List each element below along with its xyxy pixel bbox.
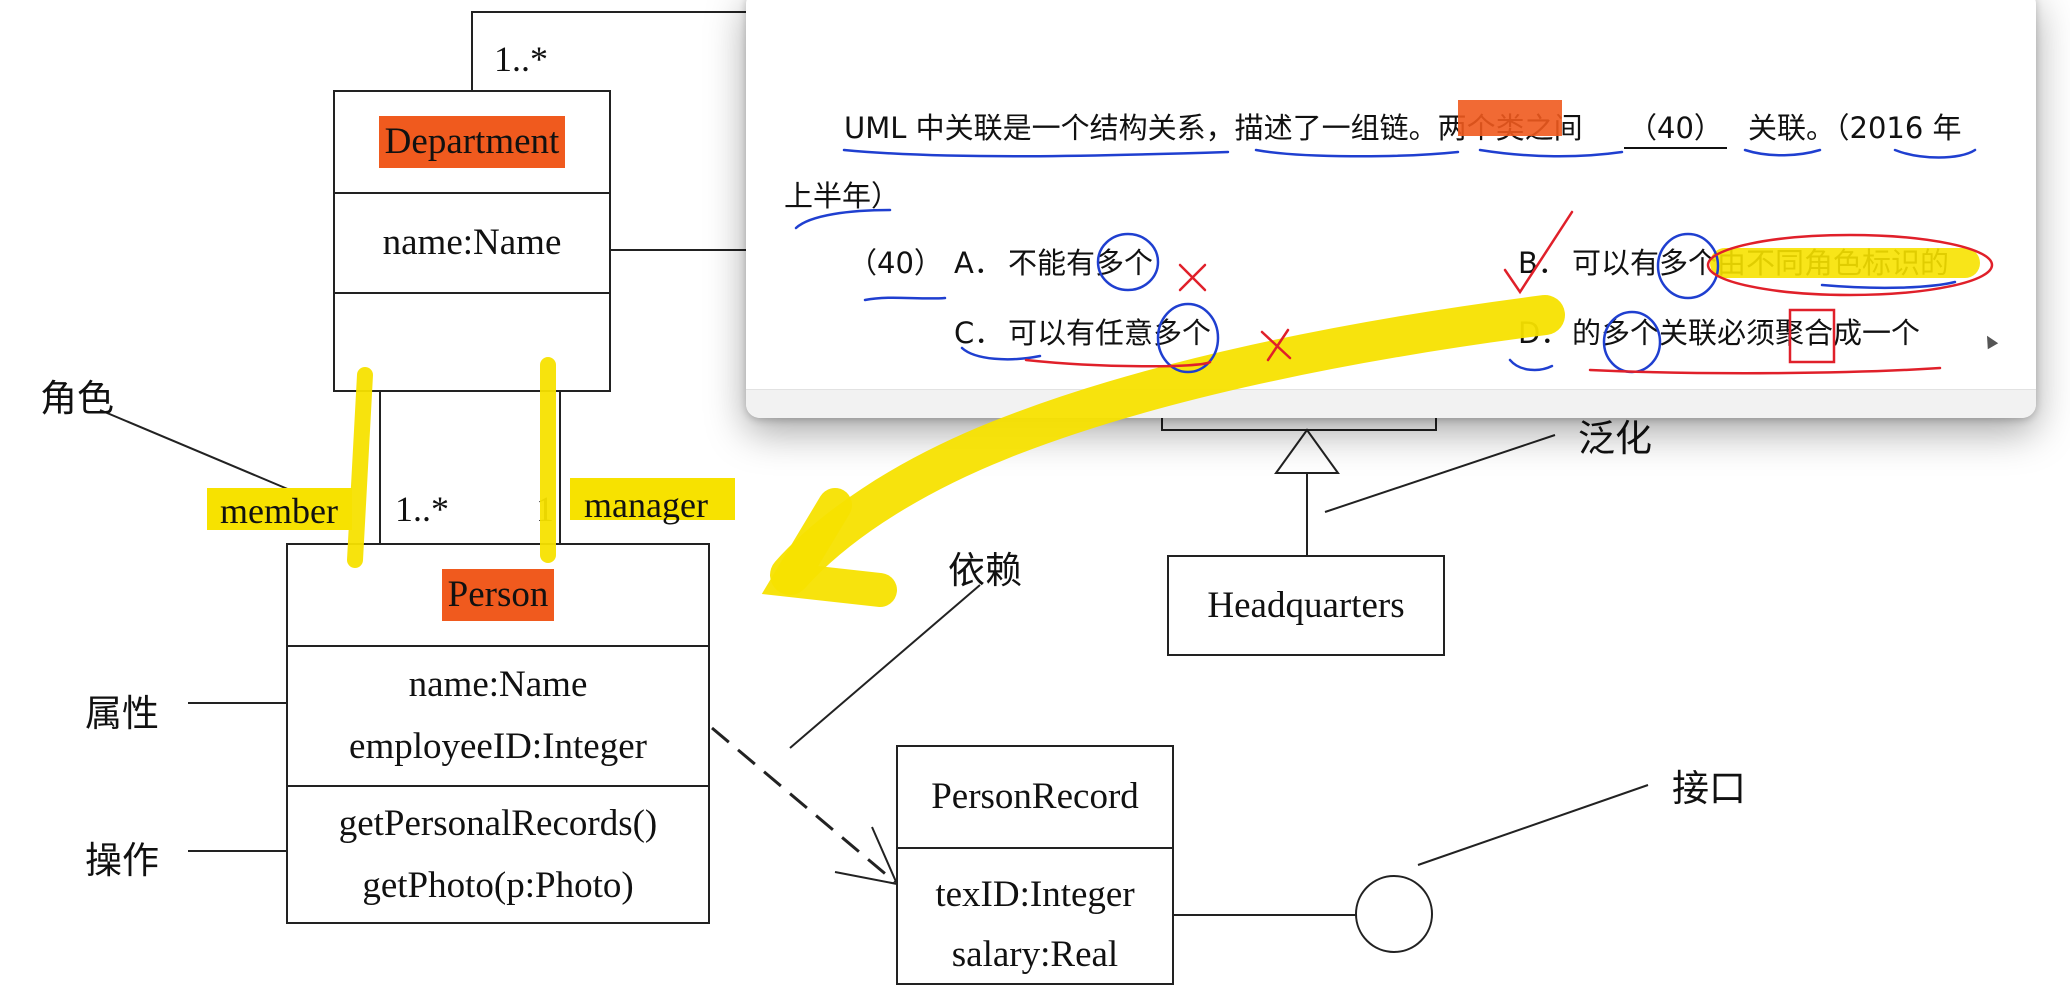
generalization-triangle (1274, 428, 1340, 474)
question-stem-line1-prefix: UML 中关联是一个结构关系，描述了一组链。两个类之间 (844, 111, 1583, 145)
operation: getPhoto(p:Photo) (362, 864, 634, 906)
class-person-record-name: PersonRecord (931, 776, 1139, 818)
callout-line-generalization (1324, 434, 1556, 513)
option-a-text[interactable]: 不能有多个 (1008, 246, 1154, 280)
attribute: texID:Integer (935, 874, 1135, 915)
role-manager: manager (584, 485, 708, 525)
class-person-operations: getPersonalRecords() getPhoto(p:Photo) (288, 785, 708, 922)
question-number: （40） (848, 246, 943, 280)
multiplicity-top: 1..* (494, 39, 548, 79)
option-b-text[interactable]: 可以有多个由不同角色标识的 (1572, 246, 1950, 280)
class-person: Person name:Name employeeID:Integer getP… (286, 543, 710, 924)
association-line-top (471, 11, 760, 92)
role-member: member (220, 491, 338, 531)
callout-operation: 操作 (85, 839, 159, 882)
multiplicity-manager: 1 (536, 489, 554, 529)
attribute: name:Name (408, 664, 588, 706)
question-window-footer (746, 389, 2036, 418)
callout-line-role (99, 409, 291, 491)
question-stem-line2: 上半年） (784, 179, 901, 213)
option-c-text[interactable]: 可以有任意多个 (1008, 316, 1212, 350)
operation: getPersonalRecords() (338, 802, 658, 844)
callout-dependency: 依赖 (948, 549, 1022, 592)
class-headquarters-name-section: Headquarters (1169, 557, 1443, 654)
class-person-attributes: name:Name employeeID:Integer (288, 645, 708, 785)
class-department: Department name:Name (333, 90, 611, 392)
callout-attribute: 属性 (85, 692, 159, 735)
callout-interface: 接口 (1672, 767, 1746, 810)
option-d-text[interactable]: 的多个关联必须聚合成一个 (1572, 316, 1921, 350)
interface-circle (1355, 875, 1433, 953)
class-headquarters-name: Headquarters (1207, 584, 1405, 626)
question-stem-line1-suffix: 关联。（2016 年 (1748, 111, 1962, 145)
highlight-member (207, 488, 352, 530)
option-c-letter[interactable]: C． (954, 316, 1004, 350)
callout-line-dependency (789, 584, 981, 749)
class-person-record: PersonRecord texID:Integer salary:Real (896, 745, 1174, 985)
callout-line-interface (1417, 784, 1649, 866)
class-department-operations (335, 292, 609, 390)
attribute: name:Name (382, 222, 562, 264)
class-department-name: Department (378, 116, 566, 168)
cursor-icon (1981, 332, 1999, 350)
option-b-letter[interactable]: B． (1518, 246, 1567, 280)
option-d-letter[interactable]: D． (1518, 316, 1570, 350)
question-blank: （40） (1624, 105, 1727, 149)
class-headquarters: Headquarters (1167, 555, 1445, 656)
class-department-attributes: name:Name (335, 192, 609, 292)
class-person-name: Person (441, 569, 555, 621)
callout-generalization: 泛化 (1578, 417, 1652, 460)
attribute: salary:Real (951, 933, 1119, 975)
class-person-record-name-section: PersonRecord (898, 747, 1172, 847)
dependency-arrowhead (834, 826, 899, 886)
class-person-record-attributes: texID:Integer salary:Real (898, 847, 1172, 987)
multiplicity-member: 1..* (395, 489, 449, 529)
question-window: UML 中关联是一个结构关系，描述了一组链。两个类之间 （40） 关联。（201… (746, 0, 2036, 418)
class-department-name-section: Department (335, 92, 609, 192)
option-a-letter[interactable]: A． (954, 246, 1003, 280)
callout-role: 角色 (40, 377, 114, 420)
class-person-name-section: Person (288, 545, 708, 645)
highlight-manager (570, 478, 735, 520)
attribute: employeeID:Integer (349, 726, 647, 767)
dependency-arrow (711, 726, 896, 884)
